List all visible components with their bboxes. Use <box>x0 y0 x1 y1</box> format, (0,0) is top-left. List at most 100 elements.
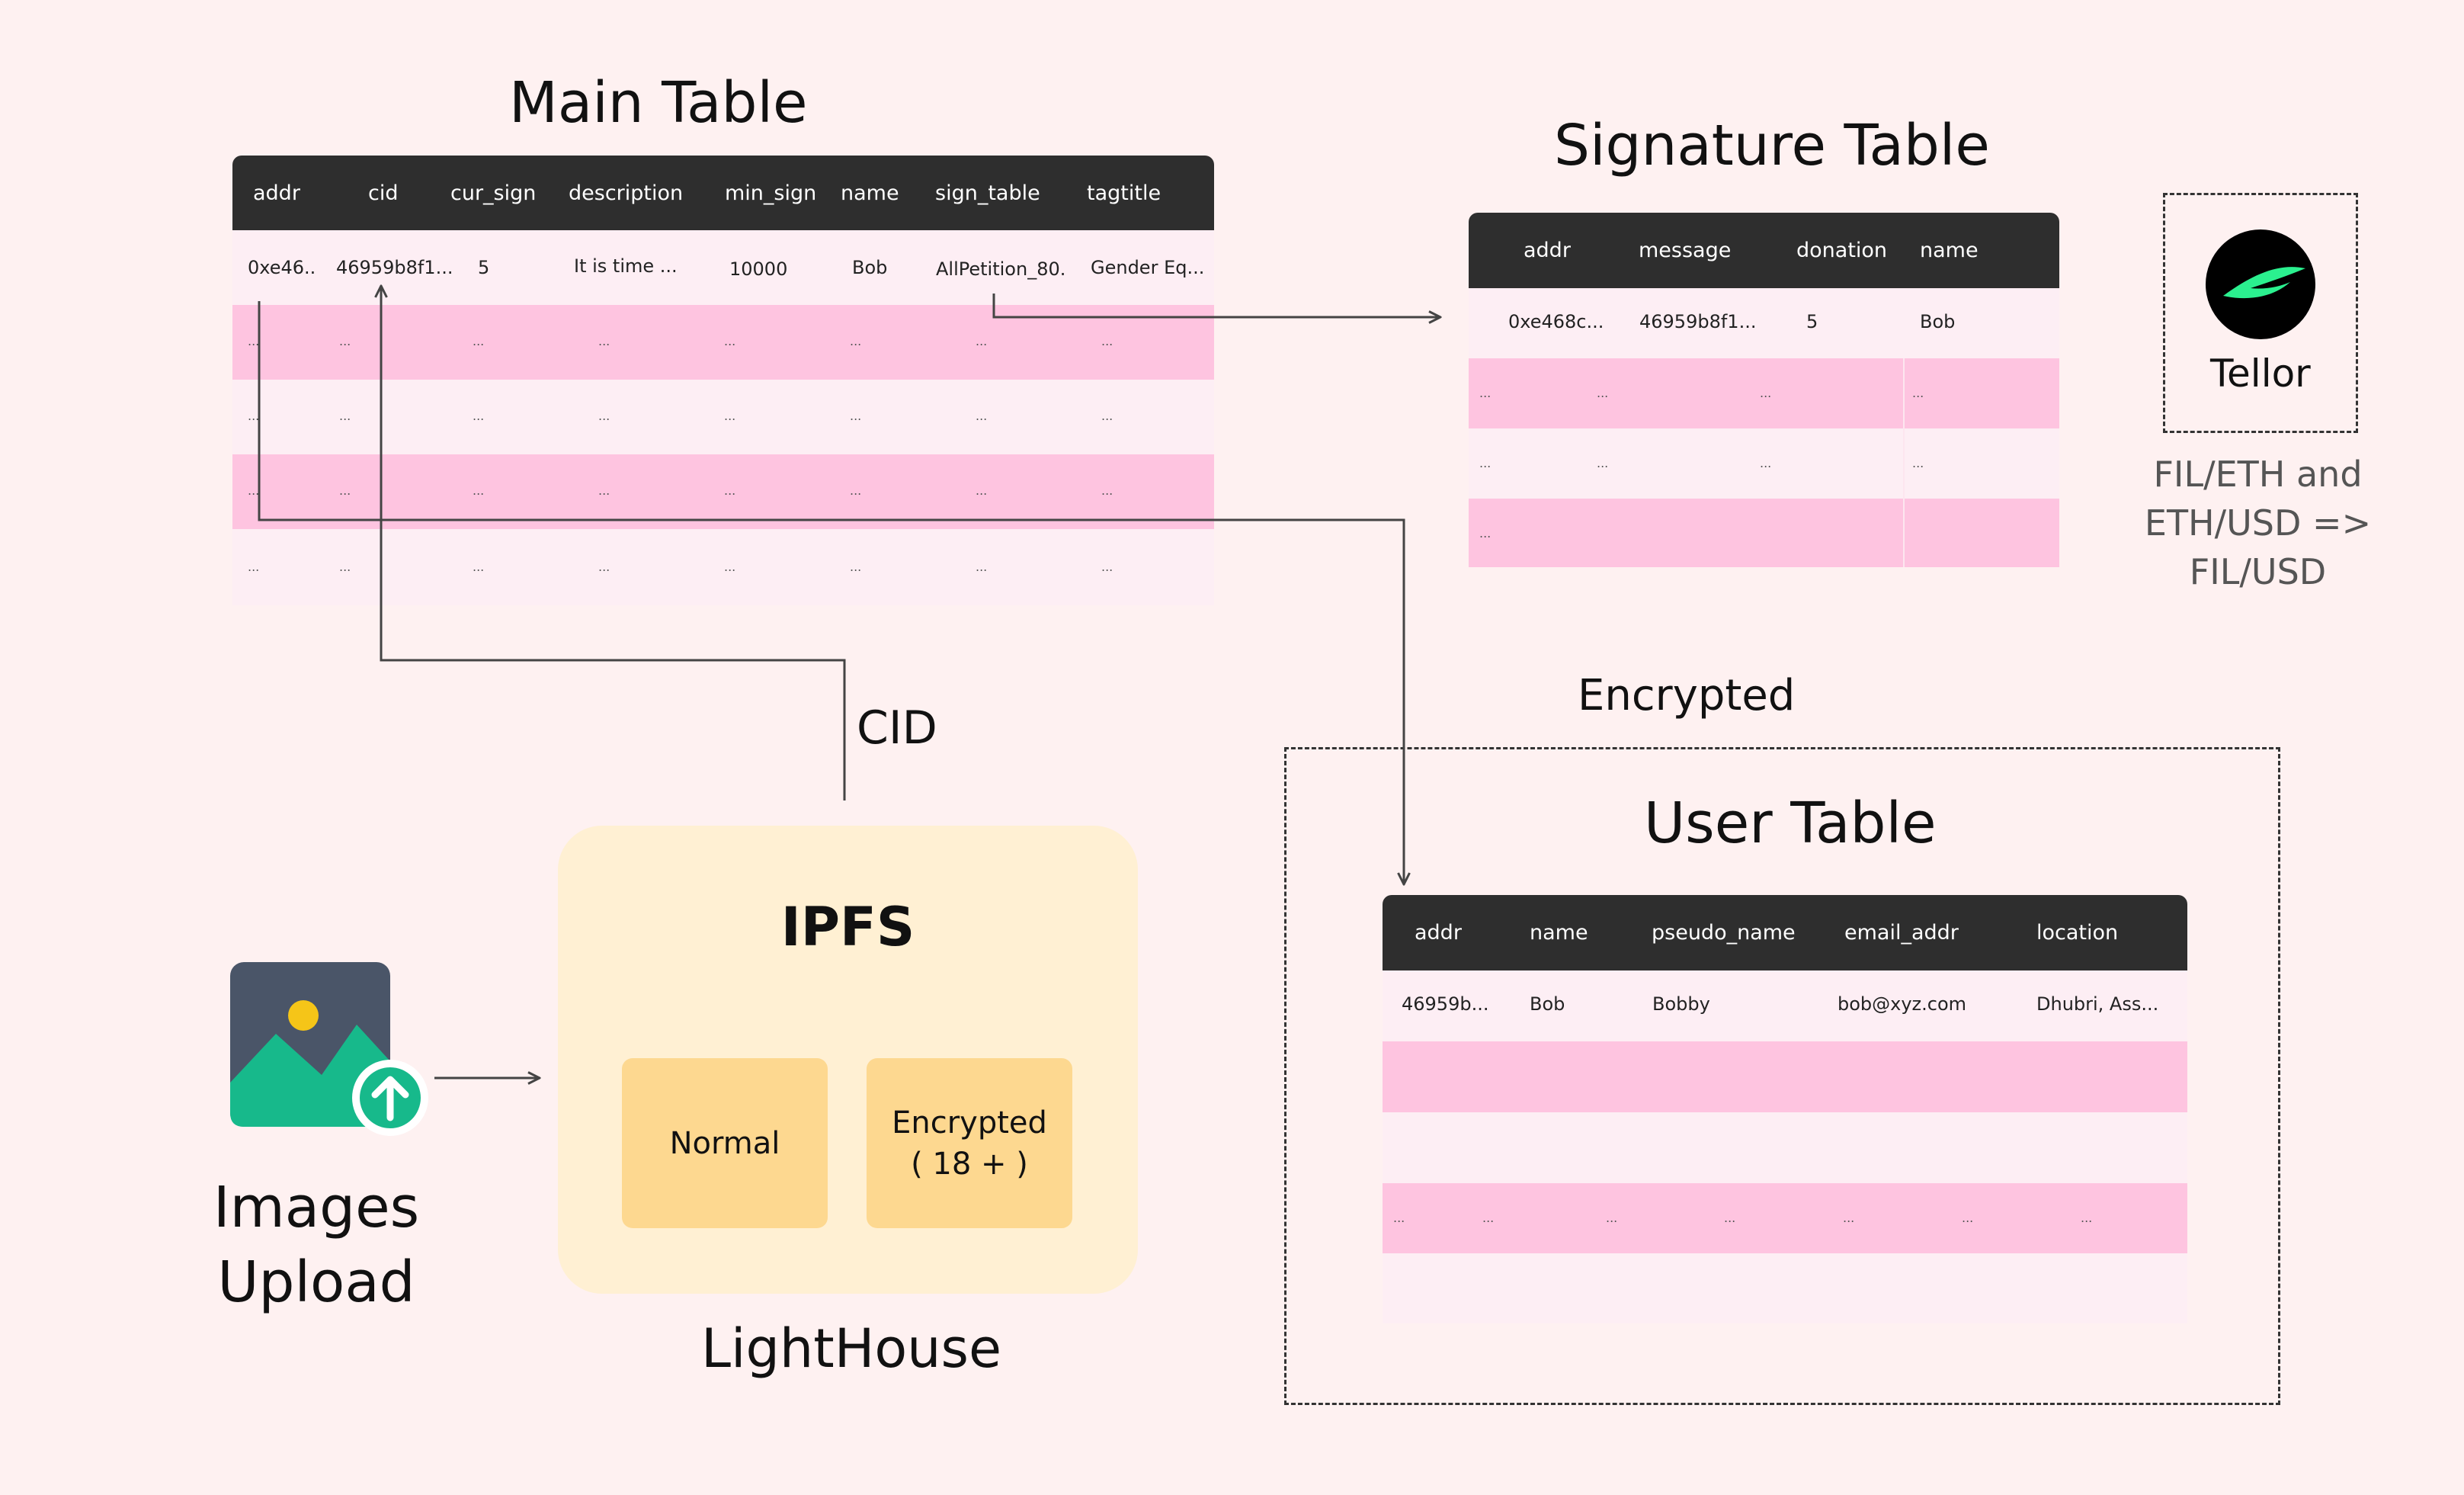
table-row: ... ... ... ... ... ... ... ... <box>232 454 1214 529</box>
table-cell: ... <box>473 560 485 574</box>
column-header: min_sign <box>725 181 817 205</box>
column-header: name <box>1530 921 1588 945</box>
column-header: name <box>1920 239 1979 262</box>
table-cell: It is time ... <box>574 255 678 277</box>
table-row: ... ... ... ... ... ... ... ... <box>232 305 1214 380</box>
table-cell: 46959b8f1... <box>336 257 453 278</box>
table-cell: ... <box>473 334 485 348</box>
signature-table-header: addr message donation name <box>1469 213 2059 288</box>
column-header: sign_table <box>935 181 1040 205</box>
table-cell: ... <box>1843 1211 1855 1225</box>
table-row <box>1383 1041 2187 1112</box>
table-cell: ... <box>339 409 351 423</box>
user-table-header: addr name pseudo_name email_addr locatio… <box>1383 895 2187 970</box>
signature-table: addr message donation name 0xe468c... 46… <box>1469 213 2059 567</box>
ipfs-container: IPFS Normal Encrypted ( 18 + ) <box>558 826 1138 1294</box>
table-cell: ... <box>1101 560 1113 574</box>
table-cell: ... <box>248 483 260 498</box>
table-row: 0xe46.. 46959b8f1... 5 It is time ... 10… <box>232 230 1214 305</box>
ipfs-encrypted-age: ( 18 + ) <box>911 1146 1028 1182</box>
column-header: donation <box>1796 239 1888 262</box>
tellor-box: Tellor <box>2163 193 2358 433</box>
column-header: addr <box>253 181 300 205</box>
table-cell: ... <box>1479 386 1492 400</box>
table-cell: ... <box>1482 1211 1495 1225</box>
table-cell: ... <box>1597 456 1609 470</box>
table-row: ... ... ... ... <box>1469 358 2059 428</box>
table-cell: ... <box>598 409 610 423</box>
table-cell: Gender Eq... <box>1091 257 1205 278</box>
table-cell: ... <box>976 483 988 498</box>
table-row: ... ... ... ... ... ... ... ... <box>232 529 1214 605</box>
table-cell: Bobby <box>1652 993 1710 1015</box>
table-cell: 10000 <box>729 258 788 280</box>
column-header: location <box>2036 921 2119 945</box>
column-header: addr <box>1524 239 1571 262</box>
table-cell: 46959b8f1... <box>1639 311 1757 332</box>
table-cell: ... <box>1724 1211 1736 1225</box>
encrypted-region <box>1284 747 2280 1405</box>
table-row: 0xe468c... 46959b8f1... 5 Bob <box>1469 288 2059 358</box>
table-cell: ... <box>339 560 351 574</box>
column-header: email_addr <box>1844 921 1959 945</box>
table-cell: ... <box>339 483 351 498</box>
table-cell: ... <box>339 334 351 348</box>
tellor-note-line: ETH/USD => <box>2144 502 2372 544</box>
column-header: tagtitle <box>1087 181 1162 205</box>
ipfs-normal-box: Normal <box>622 1058 828 1228</box>
cid-label: CID <box>857 701 937 755</box>
table-cell: ... <box>1101 334 1113 348</box>
signature-table-title: Signature Table <box>1554 113 1990 178</box>
table-cell: ... <box>1101 483 1113 498</box>
table-cell: ... <box>850 409 862 423</box>
table-cell: AllPetition_80. <box>936 258 1066 280</box>
table-cell: ... <box>1912 386 1924 400</box>
ipfs-title: IPFS <box>780 896 915 958</box>
table-cell: ... <box>1606 1211 1618 1225</box>
tellor-logo-icon <box>2206 229 2315 339</box>
table-cell: Bob <box>852 257 888 278</box>
table-row: ... <box>1469 499 2059 567</box>
table-row: ... ... ... ... ... ... ... ... <box>232 380 1214 454</box>
table-cell: Dhubri, Ass... <box>2036 993 2159 1015</box>
encrypted-label: Encrypted <box>1578 671 1796 720</box>
lighthouse-label: LightHouse <box>701 1317 1002 1380</box>
table-cell: ... <box>473 409 485 423</box>
column-header: cid <box>368 181 399 205</box>
table-cell: ... <box>1760 456 1772 470</box>
table-cell: ... <box>976 334 988 348</box>
table-cell: ... <box>976 560 988 574</box>
column-header: addr <box>1415 921 1462 945</box>
table-cell: ... <box>2081 1211 2093 1225</box>
table-cell: ... <box>724 483 736 498</box>
table-cell: ... <box>1760 386 1772 400</box>
ipfs-encrypted-box: Encrypted ( 18 + ) <box>867 1058 1072 1228</box>
table-cell: ... <box>473 483 485 498</box>
column-divider <box>1903 358 1905 567</box>
table-cell: ... <box>1101 409 1113 423</box>
tellor-label: Tellor <box>2210 351 2311 396</box>
table-cell: 46959b... <box>1402 993 1489 1015</box>
table-cell: ... <box>1479 526 1492 541</box>
tellor-note-line: FIL/USD <box>2189 551 2327 592</box>
table-cell: 5 <box>1806 311 1818 332</box>
user-table: addr name pseudo_name email_addr locatio… <box>1383 895 2187 1323</box>
table-cell: ... <box>248 560 260 574</box>
table-row: 46959b... Bob Bobby bob@xyz.com Dhubri, … <box>1383 970 2187 1041</box>
tellor-note: FIL/ETH and ETH/USD => FIL/USD <box>2126 450 2389 596</box>
table-row <box>1383 1112 2187 1183</box>
main-table-header: addr cid cur_sign description min_sign n… <box>232 156 1214 230</box>
table-cell: ... <box>1393 1211 1405 1225</box>
table-cell: 5 <box>478 257 490 278</box>
table-cell: ... <box>1597 386 1609 400</box>
image-upload-icon <box>230 962 428 1136</box>
table-cell: ... <box>248 334 260 348</box>
ipfs-normal-label: Normal <box>669 1125 780 1161</box>
column-header: description <box>569 181 684 205</box>
images-upload-line: Upload <box>217 1250 415 1315</box>
column-header: name <box>841 181 899 205</box>
column-header: cur_sign <box>450 181 537 205</box>
images-upload-line: Images <box>213 1175 420 1240</box>
table-cell: ... <box>724 409 736 423</box>
table-cell: ... <box>1962 1211 1974 1225</box>
